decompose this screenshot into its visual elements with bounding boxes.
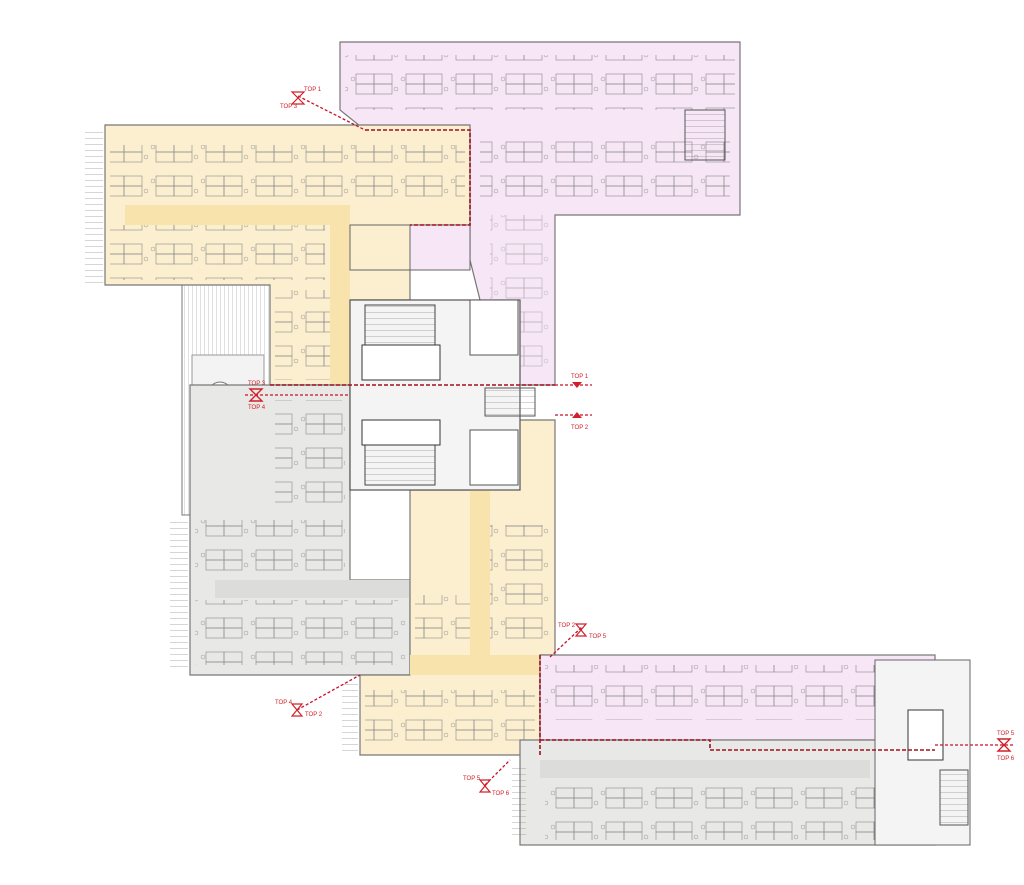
core-east [874, 659, 971, 846]
tenancy-boundaries [270, 129, 935, 755]
zone-yellow-west [85, 124, 471, 386]
section-label: TOP 4 [275, 700, 293, 706]
zone-gray-west [170, 384, 411, 676]
section-marker-2: TOP 1 TOP 2 [555, 374, 592, 431]
section-label: TOP 2 [305, 712, 323, 718]
section-label: TOP 6 [997, 756, 1015, 762]
zone-gray-south [512, 739, 936, 846]
section-label: TOP 2 [558, 623, 576, 629]
section-label: TOP 5 [997, 731, 1015, 737]
section-marker-7: TOP 5 TOP 6 [935, 731, 1015, 762]
core-central [349, 299, 536, 491]
section-label: TOP 3 [280, 104, 298, 110]
section-label: TOP 6 [492, 791, 510, 797]
section-label: TOP 5 [589, 634, 607, 640]
section-marker-6: TOP 5 TOP 6 [463, 759, 511, 797]
section-marker-1: TOP 1 TOP 3 [280, 87, 366, 131]
section-marker-4: TOP 2 TOP 5 [549, 623, 607, 658]
section-label: TOP 1 [304, 87, 322, 93]
section-label: TOP 4 [248, 405, 266, 411]
section-label: TOP 1 [571, 374, 589, 380]
zone-pink-south [539, 654, 936, 741]
section-label: TOP 2 [571, 425, 589, 431]
section-marker-5: TOP 4 TOP 2 [275, 674, 361, 718]
section-label: TOP 5 [463, 776, 481, 782]
zone-yellow-central [342, 419, 556, 756]
section-marker-3: TOP 3 TOP 4 [245, 381, 350, 411]
section-label: TOP 3 [248, 381, 266, 387]
